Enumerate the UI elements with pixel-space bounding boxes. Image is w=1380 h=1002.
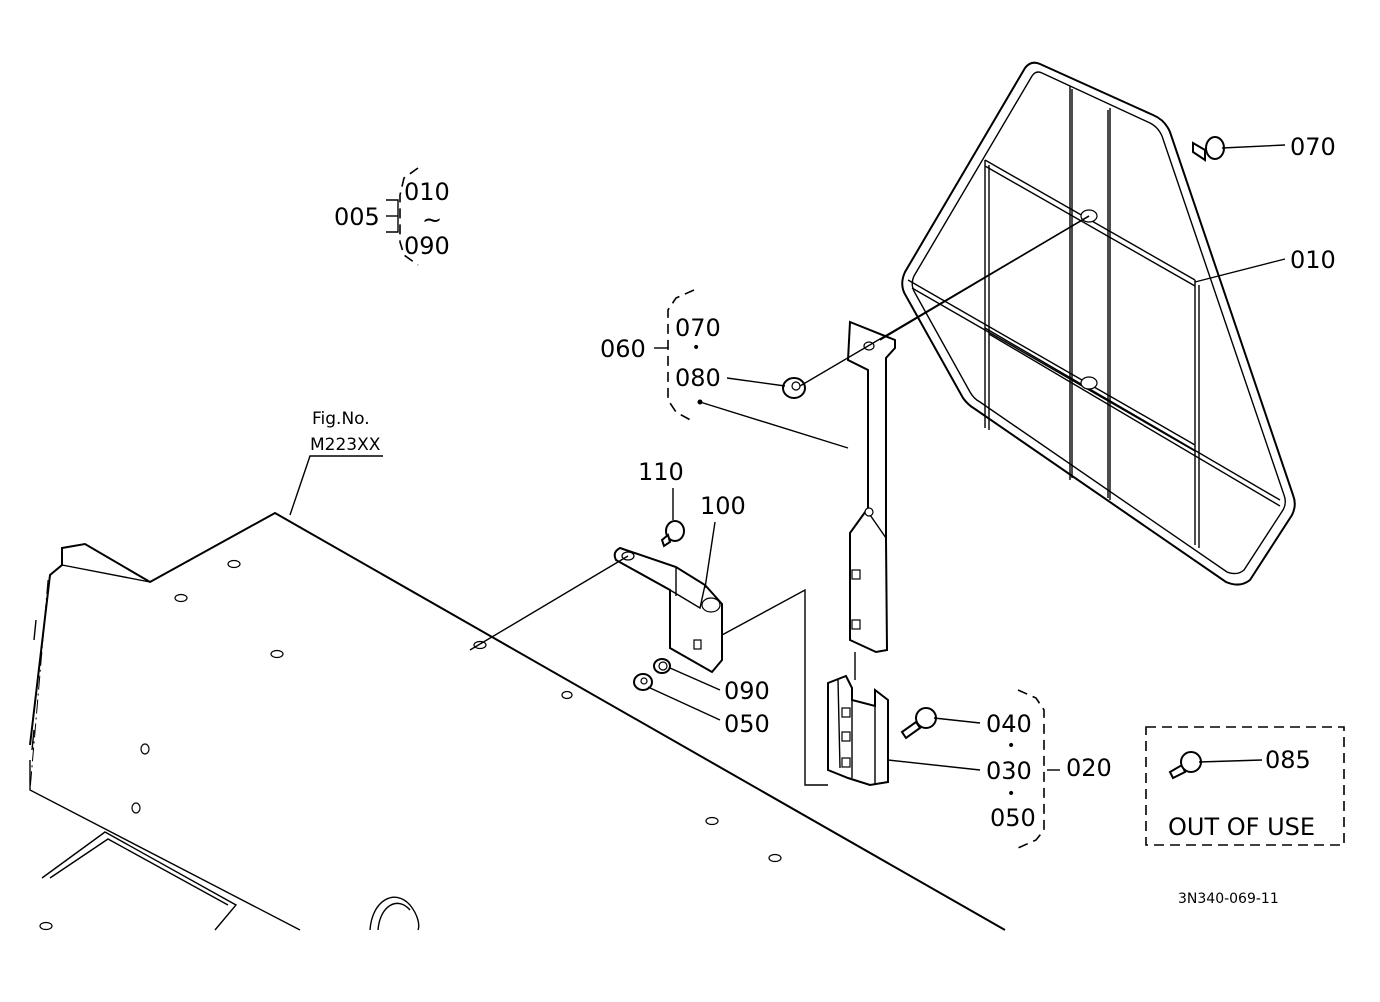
main-body-panel (29, 511, 1006, 931)
label-085: 085 (1265, 746, 1311, 774)
label-030: 030 (986, 757, 1032, 785)
label-110: 110 (638, 458, 684, 486)
long-bracket (846, 320, 896, 654)
assembly-lines (469, 215, 1090, 786)
callout-labels: 005 010 ~ 090 060 070 • 080 Fig.No. M223… (310, 133, 1336, 907)
label-fig-no: Fig.No. (312, 409, 370, 429)
label-060-a: 070 (675, 314, 721, 342)
label-out-of-use: OUT OF USE (1168, 813, 1315, 841)
mesh-guard (901, 61, 1296, 586)
channel-bracket (827, 674, 889, 787)
label-005: 005 (334, 203, 380, 231)
label-fig-ref: M223XX (310, 435, 381, 455)
leader-lines (289, 144, 1286, 849)
label-050-b: 050 (990, 804, 1036, 832)
label-020: 020 (1066, 754, 1112, 782)
label-090: 090 (724, 677, 770, 705)
label-005-to: 090 (404, 232, 450, 260)
label-005-tilde: ~ (422, 206, 442, 234)
label-060: 060 (600, 335, 646, 363)
label-100: 100 (700, 492, 746, 520)
label-050: 050 (724, 710, 770, 738)
fasteners (633, 136, 1225, 780)
label-dot-1: • (1007, 738, 1015, 754)
label-040: 040 (986, 710, 1032, 738)
out-of-use-box (1145, 726, 1345, 846)
label-005-from: 010 (404, 178, 450, 206)
label-070: 070 (1290, 133, 1336, 161)
drawing-number: 3N340-069-11 (1178, 891, 1279, 907)
label-060-dot: • (692, 340, 700, 356)
label-060-b: 080 (675, 364, 721, 392)
label-010: 010 (1290, 246, 1336, 274)
small-bracket (613, 546, 723, 674)
label-dot-2: • (1007, 786, 1015, 802)
